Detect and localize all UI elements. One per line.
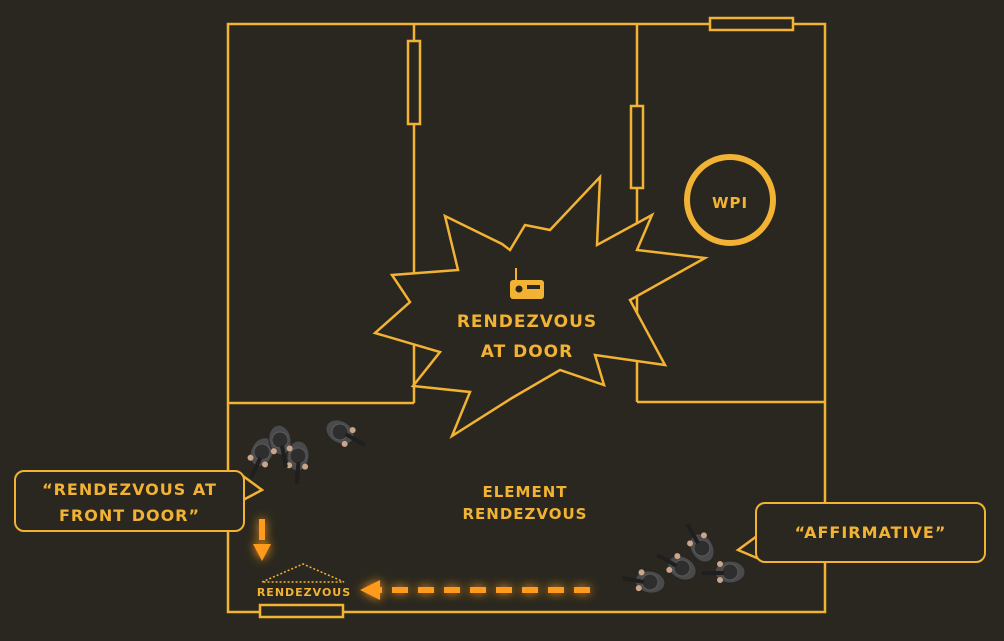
operator-icon [620,565,668,596]
callout-left-text: “RENDEZVOUS AT FRONT DOOR” [16,479,243,526]
door-markers [258,16,795,619]
rendezvous-marker-label: RENDEZVOUS [256,586,352,599]
explosion-text: RENDEZVOUS AT DOOR [452,311,602,364]
wpi-label: WPI [711,194,749,212]
explosion-burst [372,173,709,440]
callout-left-line: “RENDEZVOUS AT [42,480,217,499]
rendezvous-marker [261,563,345,583]
element-rendezvous-label: ELEMENT RENDEZVOUS [455,482,595,525]
door-left-room [406,39,422,126]
radio-icon [510,268,544,299]
explosion-text-line: RENDEZVOUS [456,312,598,332]
explosion-text-line: AT DOOR [480,341,574,362]
front-door [258,603,345,619]
wpi-ring [684,154,776,246]
callout-left-line: FRONT DOOR” [58,505,201,525]
callout-left-tail [241,473,265,503]
callout-left: “RENDEZVOUS AT FRONT DOOR” [14,470,245,532]
door-mid-room [629,104,645,190]
callout-right-text: “AFFIRMATIVE” [794,523,947,542]
outer-wall [226,22,827,614]
center-label-line: RENDEZVOUS [462,505,588,524]
operator-icon [321,414,371,457]
arrow-down-head [253,544,271,561]
center-label-line: ELEMENT [482,483,568,501]
arrow-left-head [360,580,380,600]
window-top [708,16,795,32]
callout-right: “AFFIRMATIVE” [755,502,986,563]
operator-icon [701,560,746,584]
movement-arrows [253,519,590,600]
